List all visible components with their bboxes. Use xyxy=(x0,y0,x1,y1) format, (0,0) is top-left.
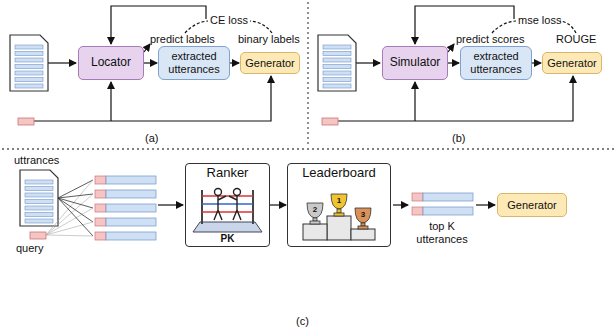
node-title: Generator xyxy=(245,57,295,70)
output-label: predict scores xyxy=(456,33,524,46)
ring-illustration xyxy=(193,189,262,233)
node-title: Ranker xyxy=(207,166,249,181)
connector xyxy=(532,62,541,63)
node-title: Leaderboard xyxy=(302,166,376,181)
connector xyxy=(230,62,239,63)
panel-label: (c) xyxy=(296,315,309,328)
fan-line xyxy=(58,180,93,198)
utterance-row xyxy=(412,207,473,215)
utterance-row xyxy=(95,176,156,184)
generator-box: Generator xyxy=(497,193,567,217)
node-note: PK xyxy=(221,233,235,245)
node-title: Locator xyxy=(91,56,131,70)
ranker-box: RankerPK xyxy=(185,163,270,247)
connector xyxy=(144,62,157,63)
rank-number: 3 xyxy=(361,210,365,219)
simulator-box: Simulator xyxy=(382,46,448,80)
target-label: binary labels xyxy=(238,33,300,46)
input-label: uttrances xyxy=(14,154,59,167)
output-label: top K utterances xyxy=(407,220,477,245)
fan-line xyxy=(46,208,93,235)
generator-box: Generator xyxy=(240,52,300,74)
fan-line xyxy=(58,198,93,236)
node-title: extracted utterances xyxy=(163,50,225,75)
document-icon xyxy=(20,170,58,226)
divider xyxy=(307,2,308,146)
connector xyxy=(270,204,286,205)
rank-number: 1 xyxy=(337,196,341,205)
node-title: Generator xyxy=(547,57,597,70)
node-title: Generator xyxy=(507,199,557,212)
utterance-row xyxy=(95,232,156,240)
panel-label: (a) xyxy=(145,132,158,145)
fan-line xyxy=(58,194,93,198)
extracted-box: extracted utterances xyxy=(460,46,532,80)
utterance-row xyxy=(95,190,156,198)
loss-label: CE loss xyxy=(210,14,248,27)
fan-line xyxy=(46,235,93,236)
locator-box: Locator xyxy=(78,46,144,80)
divider xyxy=(2,148,614,149)
utterance-row xyxy=(412,193,473,201)
extracted-box: extracted utterances xyxy=(158,46,230,80)
target-label: ROUGE xyxy=(556,33,596,46)
fan-line xyxy=(58,198,93,222)
generator-box: Generator xyxy=(542,52,602,74)
utterance-row xyxy=(95,218,156,226)
document-icon xyxy=(318,35,356,91)
document-icon xyxy=(10,35,48,91)
node-title: Simulator xyxy=(390,56,441,70)
connector xyxy=(448,62,459,63)
panel-label: (b) xyxy=(452,132,465,145)
loss-label: mse loss xyxy=(518,14,561,27)
rank-number: 2 xyxy=(313,205,317,214)
fan-line xyxy=(46,194,93,235)
utterance-row xyxy=(95,204,156,212)
input-label: query xyxy=(16,242,44,255)
fan-line xyxy=(46,180,93,235)
query-icon xyxy=(18,118,34,125)
node-title: extracted utterances xyxy=(465,50,527,75)
podium-illustration xyxy=(303,194,375,240)
output-label: predict labels xyxy=(150,33,215,46)
wires xyxy=(34,6,576,205)
query-icon xyxy=(322,118,338,125)
fan-line xyxy=(58,198,93,208)
query-icon xyxy=(30,232,46,239)
